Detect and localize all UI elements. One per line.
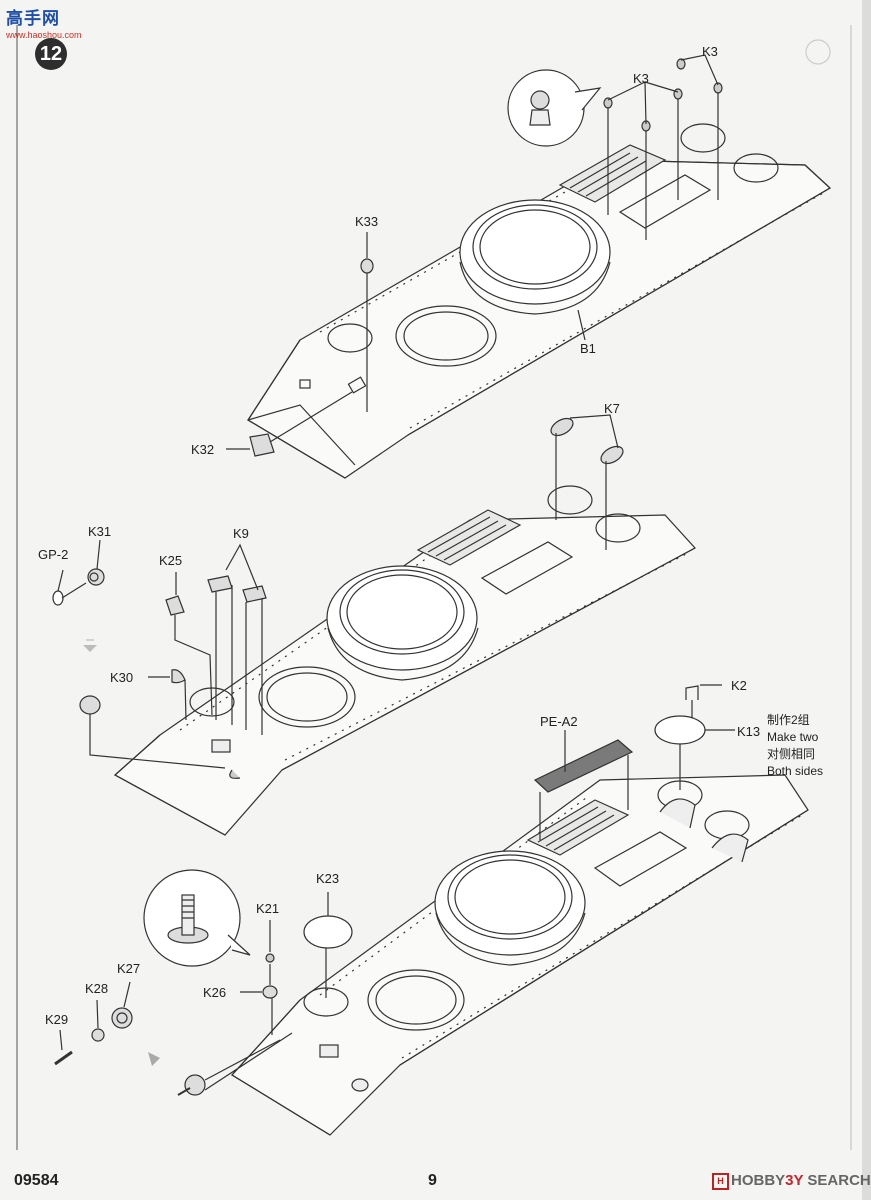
- hobby-search-mark-icon: H: [712, 1172, 729, 1190]
- note-cn-make-two: 制作2组: [767, 713, 810, 727]
- label-k3-top: K3: [702, 44, 718, 59]
- brand-hobby: HOBBY: [731, 1172, 786, 1189]
- label-k29: K29: [45, 1012, 69, 1027]
- label-k28: K28: [85, 981, 109, 996]
- label-k30: K30: [110, 670, 134, 685]
- note-cn-both-sides: 对侧相同: [767, 747, 816, 761]
- label-k31: K31: [88, 524, 112, 539]
- brand-3y: 3Y: [785, 1172, 804, 1189]
- brand-search: SEARCH: [807, 1172, 871, 1189]
- label-k7: K7: [604, 401, 620, 416]
- pe-a2-mesh: [533, 730, 634, 840]
- k3-pins: [603, 54, 723, 240]
- watermark-url: www.haoshou.com: [6, 30, 82, 40]
- label-pe-a2: PE-A2: [540, 714, 578, 729]
- label-k23: K23: [316, 871, 340, 886]
- k23-part: [303, 892, 353, 998]
- k7-parts: [550, 414, 624, 550]
- k2-k13-parts: [654, 684, 735, 790]
- make-two-note: 制作2组 Make two 对侧相同 Both sides: [767, 712, 823, 780]
- note-en-make-two: Make two: [767, 730, 819, 744]
- watermark-title: 高手网: [6, 9, 60, 28]
- page-edge-strip: [862, 0, 871, 1200]
- note-en-both-sides: Both sides: [767, 764, 824, 778]
- label-b1: B1: [580, 341, 596, 356]
- site-watermark: 高手网 www.haoshou.com: [6, 4, 82, 40]
- k33-part: [360, 232, 586, 412]
- label-k21: K21: [256, 901, 280, 916]
- k3-detail-bubble: [507, 69, 602, 147]
- label-k2: K2: [731, 678, 747, 693]
- k21-detail-bubble: [143, 869, 251, 967]
- label-k13: K13: [737, 724, 761, 739]
- product-code: 09584: [14, 1172, 59, 1189]
- label-k32: K32: [191, 442, 215, 457]
- middle-small-parts: [52, 539, 267, 779]
- hull-deck-top: [247, 123, 832, 479]
- label-k3: K3: [633, 71, 649, 86]
- label-k25: K25: [159, 553, 183, 568]
- hull-deck-middle: [113, 485, 696, 836]
- label-k27: K27: [117, 961, 141, 976]
- step-number-badge: 12: [35, 38, 67, 70]
- label-gp2: GP-2: [38, 547, 69, 562]
- label-k33: K33: [355, 214, 379, 229]
- k32-part: [226, 391, 353, 457]
- hull-deck-bottom: [231, 774, 809, 1136]
- k21-k26-parts: [240, 920, 278, 1035]
- front-small-parts: [54, 981, 293, 1096]
- label-k9: K9: [233, 526, 249, 541]
- page-number: 9: [428, 1172, 437, 1189]
- label-k26: K26: [203, 985, 227, 1000]
